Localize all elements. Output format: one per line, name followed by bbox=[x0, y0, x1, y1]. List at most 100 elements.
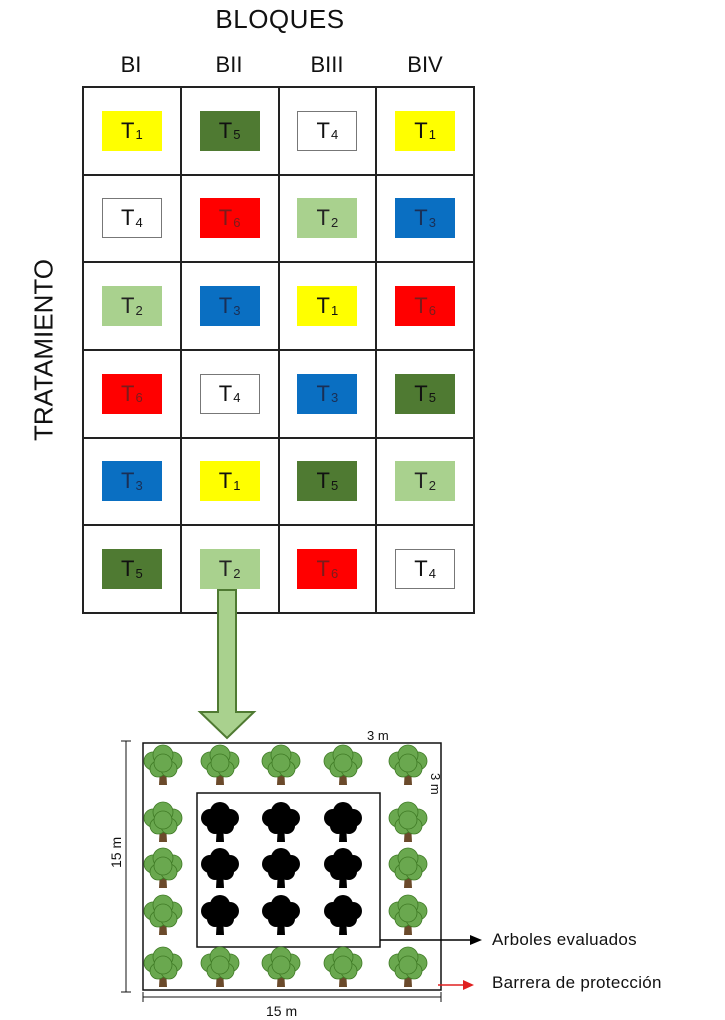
treatment-number: 3 bbox=[428, 214, 436, 230]
evaluated-tree-icon bbox=[201, 848, 239, 888]
treatment-letter: T bbox=[316, 556, 330, 582]
treatment-number: 3 bbox=[233, 302, 241, 318]
treatment-letter: T bbox=[414, 293, 428, 319]
treatment-number: 3 bbox=[135, 477, 143, 493]
evaluated-tree-icon bbox=[262, 802, 300, 842]
tree-icon bbox=[323, 744, 363, 785]
tree-icon bbox=[143, 847, 183, 888]
tree-icon bbox=[323, 946, 363, 987]
spacing-label-vertical: 3 m bbox=[428, 773, 443, 795]
tree-icon bbox=[388, 801, 428, 842]
treatment-letter: T bbox=[414, 117, 428, 143]
treatment-letter: T bbox=[414, 556, 428, 582]
left-dimension bbox=[121, 740, 131, 993]
tree-icon bbox=[388, 894, 428, 935]
treatment-letter: T bbox=[218, 293, 233, 319]
evaluated-tree-icon bbox=[324, 802, 362, 842]
tree-icon bbox=[200, 946, 240, 987]
down-arrow-icon bbox=[197, 589, 257, 740]
treatment-number: 1 bbox=[330, 302, 339, 318]
tree-icon bbox=[261, 946, 301, 987]
treatment-number: 1 bbox=[428, 127, 436, 143]
evaluated-area-boundary bbox=[196, 792, 381, 948]
treatment-number: 2 bbox=[330, 214, 339, 230]
evaluated-tree-icon bbox=[324, 848, 362, 888]
treatment-number: 6 bbox=[330, 565, 339, 581]
tree-icon bbox=[143, 946, 183, 987]
bottom-dimension bbox=[142, 992, 442, 1002]
treatment-letter: T bbox=[316, 117, 330, 143]
barrier-arrow bbox=[438, 980, 474, 990]
tree-icon bbox=[143, 894, 183, 935]
treatment-letter: T bbox=[218, 556, 233, 582]
block-header-4: BIV bbox=[407, 52, 443, 77]
side-label-left: 15 m bbox=[108, 836, 124, 868]
treatment-letter: T bbox=[218, 205, 233, 231]
treatment-number: 6 bbox=[233, 214, 241, 230]
tree-icon bbox=[143, 744, 183, 785]
treatment-number: 6 bbox=[135, 390, 143, 406]
tree-icon bbox=[388, 744, 428, 785]
treatment-number: 1 bbox=[135, 127, 143, 143]
treatment-number: 2 bbox=[135, 302, 143, 318]
blocks-title: BLOQUES bbox=[215, 4, 345, 34]
treatment-number: 6 bbox=[428, 302, 436, 318]
treatment-letter: T bbox=[121, 205, 135, 231]
treatment-letter: T bbox=[316, 293, 330, 319]
evaluated-tree-icon bbox=[262, 848, 300, 888]
tree-icon bbox=[388, 847, 428, 888]
evaluated-tree-icon bbox=[201, 895, 239, 935]
treatment-number: 4 bbox=[330, 127, 339, 143]
tree-icon bbox=[261, 744, 301, 785]
treatment-letter: T bbox=[316, 205, 330, 231]
treatment-letter: T bbox=[316, 468, 330, 494]
plot-boundary bbox=[142, 742, 442, 991]
treatment-number: 5 bbox=[330, 477, 339, 493]
treatment-letter: T bbox=[121, 380, 135, 406]
evaluated-tree-icon bbox=[262, 895, 300, 935]
legend-protection-barrier: Barrera de protección bbox=[492, 973, 662, 992]
